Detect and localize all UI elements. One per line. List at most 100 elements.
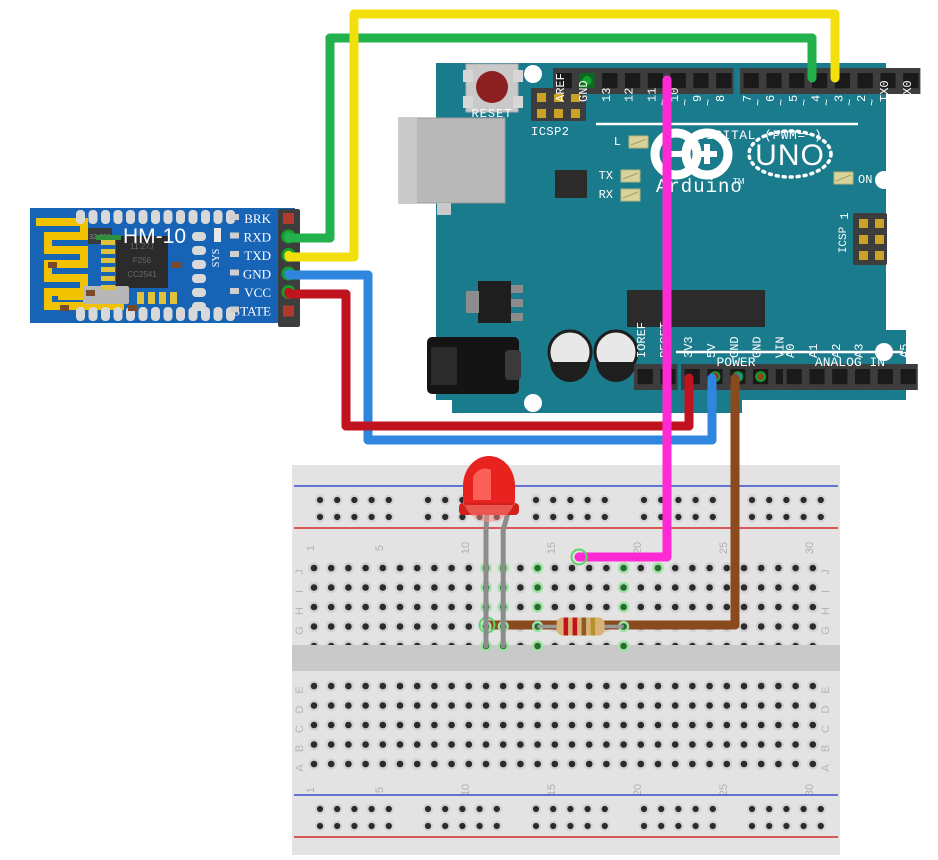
breadboard-hole	[379, 741, 387, 748]
hm10-smd-resistor	[60, 305, 69, 311]
breadboard-hole	[792, 741, 799, 748]
hm10-castellation-top	[138, 210, 148, 224]
power-rail-bottom-hole	[385, 805, 392, 813]
hm10-smd-pad	[159, 292, 166, 304]
usb-connector-tab	[437, 203, 451, 215]
hm10-smd-pad	[170, 292, 177, 304]
digital-pin-socket[interactable]	[625, 73, 641, 89]
breadboard-hole	[517, 682, 524, 690]
breadboard-hole	[362, 702, 369, 709]
reset-button-leg	[463, 70, 473, 82]
connected-hole	[620, 584, 627, 591]
breadboard-hole	[740, 682, 748, 690]
power-pin-connected-dot	[757, 373, 764, 380]
breadboard-hole	[585, 603, 593, 611]
digital-pin-socket[interactable]	[670, 73, 686, 89]
breadboard-hole	[637, 682, 645, 690]
digital-pin-socket[interactable]	[716, 73, 732, 89]
digital-pin-socket[interactable]	[743, 73, 759, 89]
power-rail-bottom-hole	[800, 805, 807, 813]
power-rail-bottom-hole	[640, 805, 648, 813]
breadboard-hole	[689, 603, 696, 611]
arduino-led-mark	[622, 191, 639, 199]
power-rail-top-hole	[442, 513, 449, 521]
digital-pin-label: 12	[623, 88, 637, 102]
wire-red-corner-3	[684, 421, 694, 431]
digital-pin-socket[interactable]	[556, 73, 572, 89]
digital-pin-label: 3	[832, 95, 846, 102]
breadboard-hole	[568, 741, 576, 748]
analog-pin-socket[interactable]	[877, 369, 893, 385]
wire-green-corner-1	[325, 233, 335, 243]
breadboard-hole	[465, 741, 473, 748]
power-rail-bottom-hole	[424, 822, 432, 830]
hm10-castellation-top	[76, 210, 85, 224]
digital-pin-socket[interactable]	[789, 73, 805, 89]
power-rail-bottom-hole	[351, 805, 358, 813]
arduino-mounting-hole	[524, 394, 542, 412]
breadboard-hole	[465, 760, 473, 768]
power-rail-top-hole	[550, 513, 557, 521]
breadboard-hole	[671, 603, 679, 611]
digital-pin-socket[interactable]	[647, 73, 663, 89]
analog-pin-socket[interactable]	[786, 369, 802, 385]
hm10-pin-socket[interactable]	[283, 305, 294, 317]
digital-pin-socket[interactable]	[602, 73, 618, 89]
icsp2-pin	[537, 109, 546, 118]
breadboard-hole	[809, 741, 817, 748]
digital-pin-arrow: ▲	[891, 95, 901, 104]
digital-pin-socket[interactable]	[857, 73, 873, 89]
breadboard-hole	[740, 741, 748, 748]
arduino-mounting-hole	[524, 65, 542, 83]
breadboard-column-number: 25	[718, 784, 730, 796]
hm10-castellation-right	[192, 302, 206, 311]
breadboard-hole	[327, 682, 335, 690]
digital-pin-socket[interactable]	[903, 73, 919, 89]
analog-pin-socket[interactable]	[900, 369, 916, 385]
breadboard-hole	[620, 721, 627, 729]
hm10-castellation-top	[126, 210, 135, 224]
breadboard-hole	[568, 564, 576, 572]
power-rail-bottom-hole	[709, 822, 716, 830]
breadboard-hole	[379, 682, 387, 690]
power-rail-top-hole	[567, 513, 574, 521]
breadboard-hole	[431, 584, 438, 591]
analog-pin-socket[interactable]	[809, 369, 825, 385]
analog-pin-socket[interactable]	[855, 369, 871, 385]
icsp2-pin	[554, 109, 563, 118]
led-base-glow	[463, 496, 515, 522]
breadboard-hole	[671, 682, 679, 690]
power-rail-top-hole	[766, 496, 773, 504]
hm10-silk-mark	[230, 251, 239, 257]
breadboard-hole	[327, 584, 335, 591]
breadboard-column-number: 20	[632, 784, 644, 796]
breadboard-hole	[517, 721, 524, 729]
breadboard-hole	[603, 741, 610, 748]
digital-pin-socket[interactable]	[766, 73, 782, 89]
digital-pin-socket[interactable]	[693, 73, 709, 89]
digital-pin-socket[interactable]	[880, 73, 896, 89]
hm10-chip-marking: 11 27J	[130, 242, 153, 251]
power-rail-bottom-hole	[550, 822, 557, 830]
hm10-castellation-top	[188, 210, 198, 224]
breadboard-hole	[431, 721, 438, 729]
power-rail-top-hole	[748, 496, 756, 504]
breadboard-hole	[637, 760, 645, 768]
breadboard-hole	[603, 603, 610, 611]
reset-button-cap[interactable]	[476, 71, 508, 103]
icsp2-label: ICSP2	[531, 125, 570, 139]
hm10-silk-mark	[230, 269, 239, 276]
hm10-smd-pad	[101, 258, 115, 263]
breadboard-hole	[448, 721, 455, 729]
power-rail-top-hole	[567, 496, 574, 504]
power-rail-bottom-hole	[800, 822, 807, 830]
hm10-castellation-top	[213, 210, 223, 224]
breadboard-row-label: D	[294, 705, 306, 713]
hm10-pin-socket[interactable]	[283, 213, 294, 224]
breadboard-hole	[757, 564, 765, 572]
analog-pin-socket[interactable]	[832, 369, 848, 385]
hm10-castellation-bottom	[88, 307, 98, 321]
power-pin-socket[interactable]	[637, 369, 653, 385]
breadboard-column-number: 5	[374, 545, 386, 551]
power-rail-top-hole	[709, 496, 716, 504]
